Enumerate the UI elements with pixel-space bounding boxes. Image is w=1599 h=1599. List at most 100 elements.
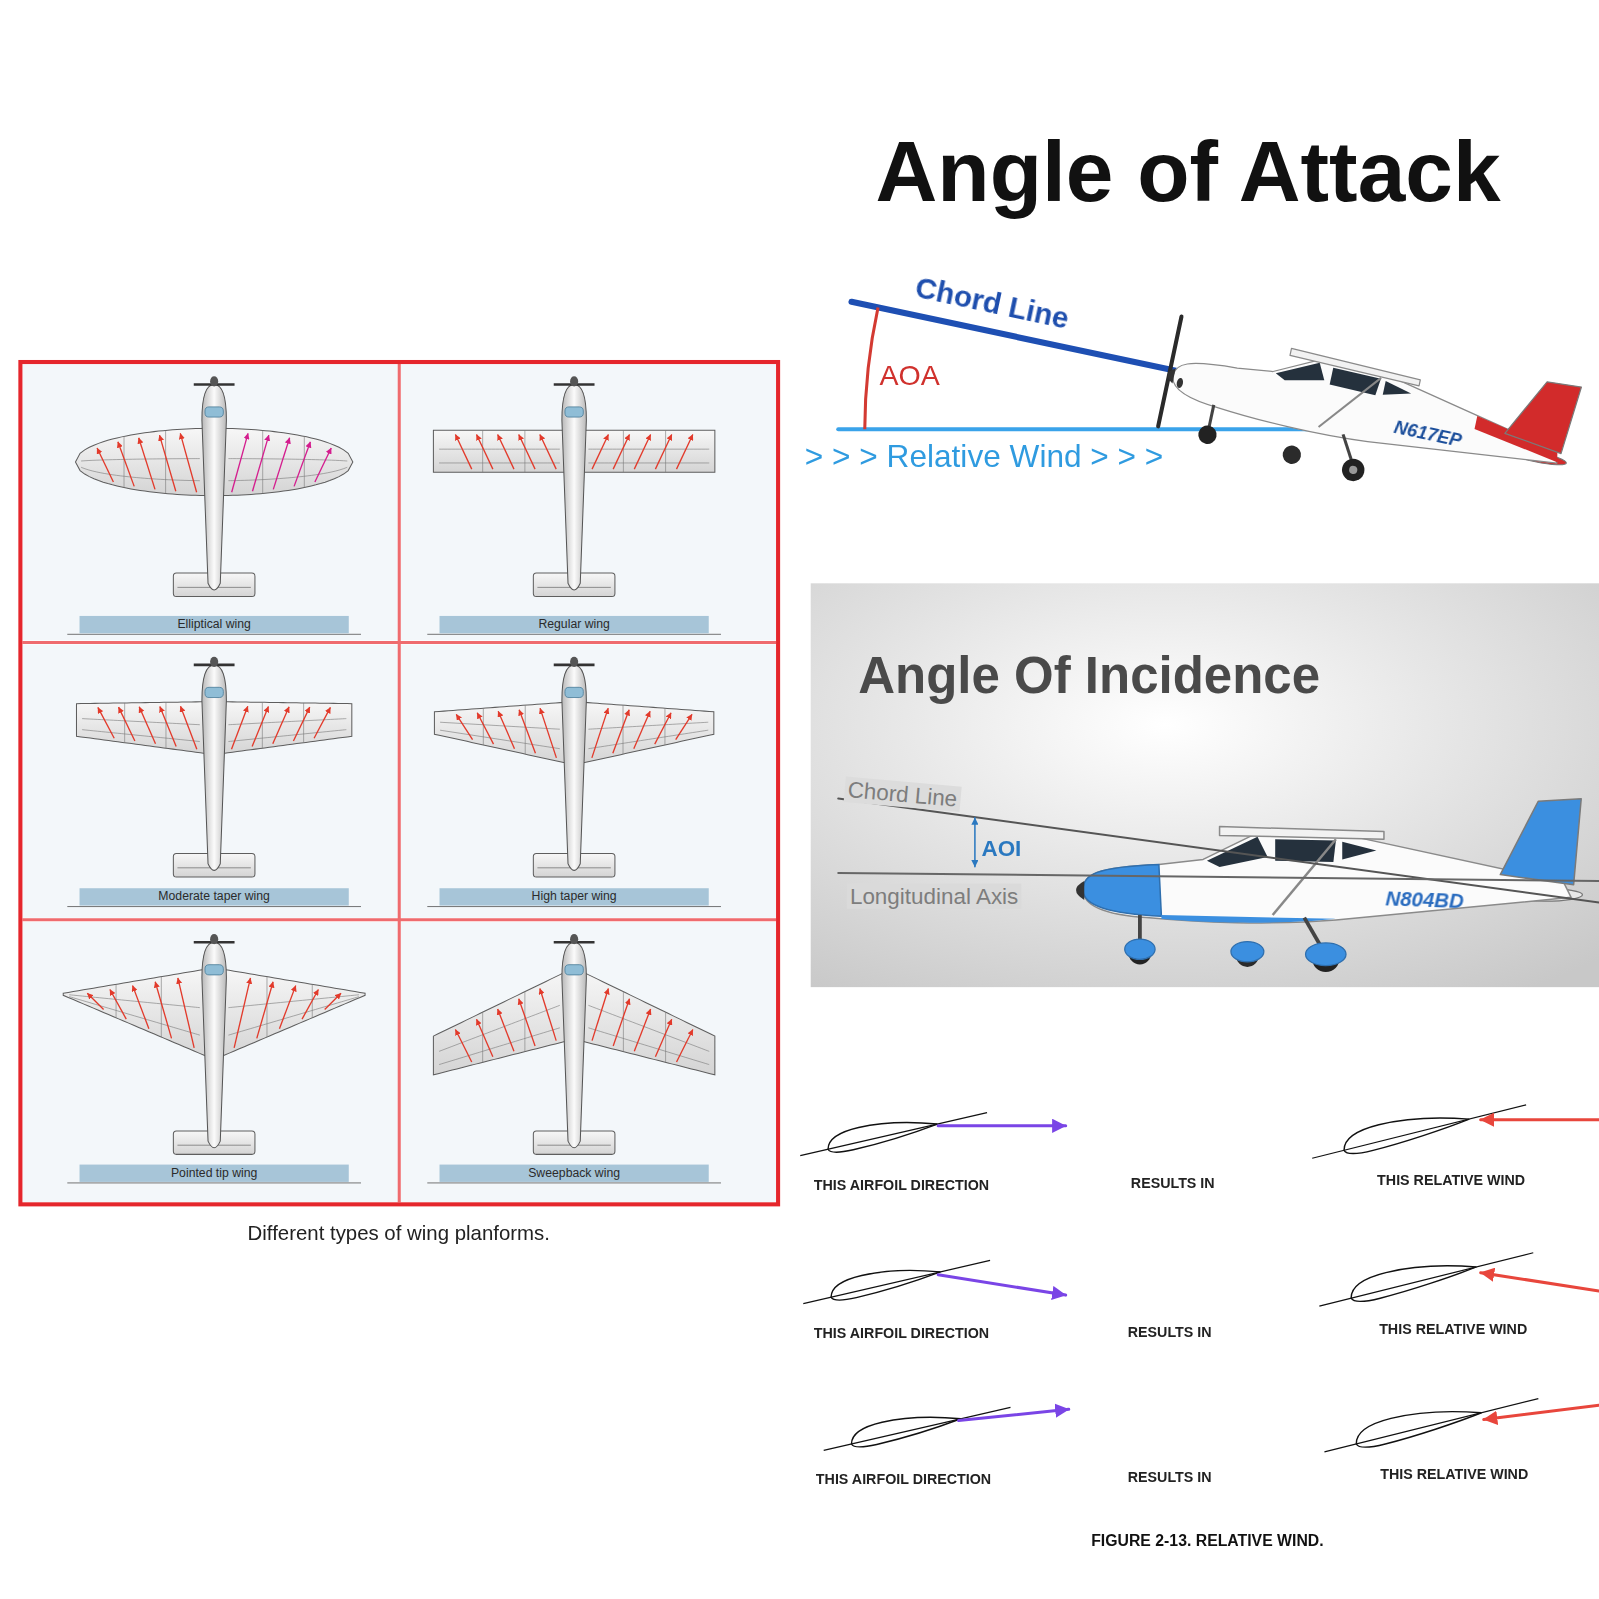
wing-grid-line <box>124 703 125 743</box>
figure-caption: Different types of wing planforms. <box>248 1221 550 1244</box>
airfoil-direction-arrow <box>959 1409 1069 1420</box>
airplane-top-view <box>433 376 714 596</box>
lift-arrow <box>455 1029 471 1062</box>
lift-arrow <box>540 434 556 469</box>
wing-grid-line <box>439 1028 560 1065</box>
lift-arrow <box>477 1019 493 1056</box>
airplane-top-view <box>434 657 713 877</box>
wheel-fairing <box>1306 943 1346 966</box>
registration-mark: N617EP <box>1392 417 1463 452</box>
wing-grid-line <box>81 459 200 461</box>
fuselage <box>202 665 226 870</box>
figure-label: THIS RELATIVE WIND <box>1377 1172 1525 1188</box>
wing-grid-line <box>588 730 708 749</box>
tail-fin <box>1503 373 1581 454</box>
line-label: Chord Line <box>844 777 962 813</box>
label-band: Sweepback wing <box>440 1165 709 1182</box>
wing-grid-line <box>623 430 624 472</box>
wing-grid-line <box>482 1012 483 1062</box>
label-band: High taper wing <box>440 888 709 905</box>
lift-arrow <box>540 988 556 1040</box>
band-underline <box>427 634 721 635</box>
wing-grid-line <box>82 719 200 725</box>
airfoil <box>797 1099 988 1162</box>
figure-caption: FIGURE 2-13. RELATIVE WIND. <box>1091 1532 1323 1550</box>
airfoil-direction-arrow <box>938 1124 1065 1127</box>
lift-arrow <box>273 438 289 490</box>
lift-arrow <box>456 714 472 739</box>
tail-fin <box>1500 799 1581 885</box>
lift-arrow <box>325 993 341 1009</box>
planform-label: Sweepback wing <box>528 1166 620 1181</box>
airfoil <box>1320 1383 1540 1459</box>
label-band: Moderate taper wing <box>80 888 349 905</box>
wing-grid-line <box>304 436 305 487</box>
lift-arrow <box>613 710 629 754</box>
lift-arrow <box>592 434 608 469</box>
cell-divider <box>22 641 776 644</box>
wing-grid-line <box>524 992 525 1052</box>
lift-arrow <box>477 713 493 744</box>
planform-label: High taper wing <box>532 889 617 904</box>
cell-ground <box>401 922 776 1202</box>
spinner <box>210 376 218 386</box>
wing-grid-line <box>228 459 347 461</box>
lift-arrow <box>119 707 135 741</box>
planform-cell: Pointed tip wing <box>22 922 397 1202</box>
photo-ground <box>811 583 1599 987</box>
airfoil-section <box>828 1258 942 1303</box>
figure-label: RESULTS IN <box>1128 1468 1212 1484</box>
lift-arrow <box>540 708 556 758</box>
wing-grid-line <box>525 705 526 754</box>
cell-ground <box>22 364 397 640</box>
spinner <box>570 376 578 386</box>
canopy <box>205 687 223 697</box>
planform-cell: Regular wing <box>401 364 776 640</box>
wheel <box>1281 444 1303 466</box>
band-underline <box>67 906 361 907</box>
lift-arrow <box>655 1019 671 1056</box>
lift-arrow <box>234 978 250 1048</box>
lift-arrow <box>273 707 289 744</box>
fuselage <box>562 942 586 1147</box>
spinner <box>570 934 578 944</box>
wheel-hub <box>1348 465 1358 475</box>
cell-divider <box>22 918 776 921</box>
wing-grid-line <box>228 467 347 480</box>
spinner <box>210 657 218 667</box>
registration-mark: N804BD <box>1385 887 1464 913</box>
lift-arrow <box>252 706 268 746</box>
lift-arrow <box>498 711 514 748</box>
wheel-fairing <box>1231 942 1264 962</box>
lift-arrow <box>315 448 331 482</box>
wing-strut <box>1319 367 1382 437</box>
wing-grid-line <box>228 995 359 1008</box>
gear-leg <box>1209 405 1214 429</box>
airfoil <box>1308 1089 1528 1165</box>
lift-arrow <box>592 988 608 1040</box>
cell-ground <box>401 644 776 917</box>
planform-label: Pointed tip wing <box>171 1166 257 1181</box>
lift-arrow <box>231 706 247 749</box>
fuselage <box>562 384 586 589</box>
figure-label: RESULTS IN <box>1128 1324 1212 1340</box>
engine-cowl <box>1083 864 1161 916</box>
angle-arc <box>865 307 878 429</box>
lift-arrow <box>180 433 196 492</box>
lift-arrow <box>613 999 629 1046</box>
page-heading: Angle of Attack <box>876 122 1501 221</box>
lift-arrow <box>155 982 171 1039</box>
line-label: Chord Line <box>912 270 1072 336</box>
band-underline <box>427 1182 721 1183</box>
wing-grid-line <box>588 1028 709 1065</box>
fuselage <box>1168 329 1568 483</box>
airfoil-section <box>1352 1397 1483 1451</box>
airplane-top-view <box>76 657 351 877</box>
figure-label: THIS RELATIVE WIND <box>1380 1465 1528 1481</box>
lift-arrow <box>592 708 608 758</box>
figure-label: THIS AIRFOIL DIRECTION <box>814 1177 989 1193</box>
wing-grid-line <box>524 430 525 472</box>
airfoil-direction-arrow <box>938 1275 1065 1295</box>
paint-stripe <box>1161 915 1336 923</box>
